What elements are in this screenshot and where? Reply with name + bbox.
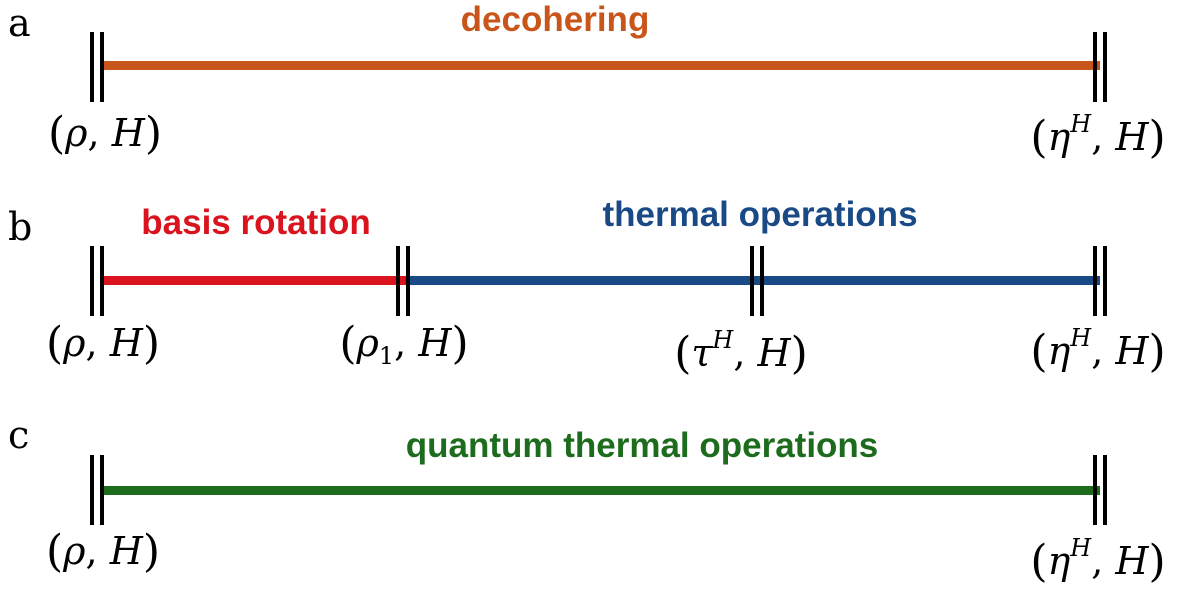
state-superscript: H — [712, 326, 734, 354]
state-symbol: η — [1047, 539, 1071, 583]
state-superscript: H — [1070, 324, 1092, 352]
process-label-thermal-operations: thermal operations — [602, 195, 918, 234]
process-bar-quantum-thermal-operations — [100, 486, 1100, 495]
state-label-eta-h: (ηH, H) — [1030, 324, 1166, 377]
process-label-decohering: decohering — [460, 0, 650, 39]
state-marker — [1093, 455, 1107, 525]
state-symbol: ρ — [65, 111, 88, 155]
state-hamiltonian: H — [1115, 539, 1149, 583]
process-label-basis-rotation: basis rotation — [141, 203, 371, 242]
process-label-quantum-thermal-operations: quantum thermal operations — [405, 426, 879, 465]
state-label-rho-h: (ρ, H) — [46, 318, 160, 369]
state-hamiltonian: H — [111, 111, 145, 155]
state-hamiltonian: H — [1115, 115, 1149, 159]
state-marker — [1093, 246, 1107, 316]
state-marker — [90, 32, 104, 102]
state-symbol: η — [1047, 329, 1071, 373]
state-label-tau-h: (τH, H) — [674, 326, 808, 379]
process-bar-basis-rotation — [100, 276, 405, 285]
state-marker — [396, 246, 410, 316]
state-marker — [1093, 32, 1107, 102]
state-superscript: H — [1070, 110, 1092, 138]
state-label-rho-h: (ρ, H) — [46, 526, 160, 577]
state-hamiltonian: H — [1115, 329, 1149, 373]
state-label-eta-h: (ηH, H) — [1030, 534, 1166, 587]
state-hamiltonian: H — [109, 529, 143, 573]
state-hamiltonian: H — [418, 321, 452, 365]
panel-letter: b — [8, 205, 33, 249]
state-symbol: η — [1047, 115, 1071, 159]
state-marker — [90, 246, 104, 316]
state-label-rho1-h: (ρ1, H) — [339, 318, 469, 370]
state-symbol: τ — [691, 331, 713, 375]
state-label-rho-h: (ρ, H) — [48, 108, 162, 159]
panel-letter: a — [8, 1, 31, 45]
state-symbol: ρ — [63, 321, 86, 365]
state-symbol: ρ — [63, 529, 86, 573]
process-bar-decohering — [100, 61, 1100, 70]
state-subscript: 1 — [378, 342, 395, 370]
state-hamiltonian: H — [757, 331, 791, 375]
state-superscript: H — [1070, 534, 1092, 562]
state-hamiltonian: H — [109, 321, 143, 365]
state-symbol: ρ — [356, 321, 379, 365]
state-marker — [90, 455, 104, 525]
panel-letter: c — [8, 413, 30, 457]
state-label-eta-h: (ηH, H) — [1030, 110, 1166, 163]
state-marker — [750, 246, 764, 316]
